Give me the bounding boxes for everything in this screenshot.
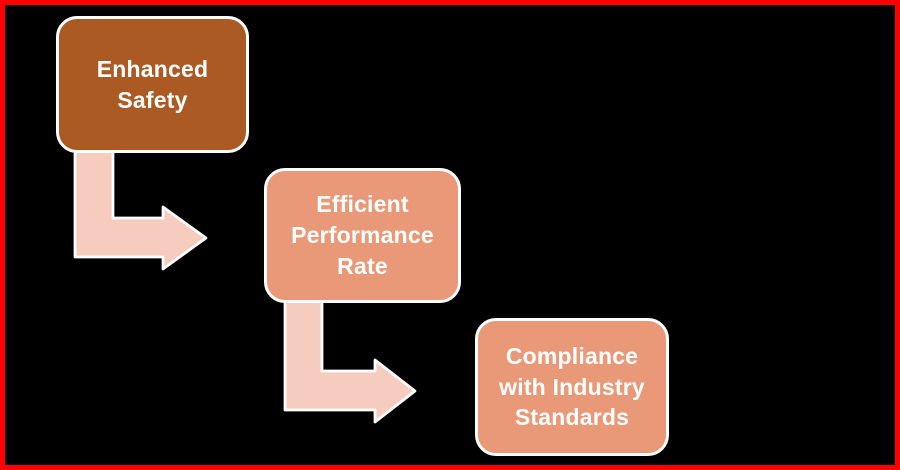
node-compliance-with-industry-standards-label: Compliance with Industry Standards xyxy=(499,342,645,431)
elbow-arrow-2-icon xyxy=(283,298,417,424)
node-efficient-performance-rate-label: Efficient Performance Rate xyxy=(291,191,434,279)
elbow-arrow-1-icon xyxy=(73,148,208,271)
node-efficient-performance-rate: Efficient Performance Rate xyxy=(264,168,461,303)
node-compliance-with-industry-standards: Compliance with Industry Standards xyxy=(475,318,669,456)
connector-arrows-layer xyxy=(73,148,417,424)
node-enhanced-safety: Enhanced Safety xyxy=(56,16,249,153)
node-enhanced-safety-label: Enhanced Safety xyxy=(96,55,209,113)
